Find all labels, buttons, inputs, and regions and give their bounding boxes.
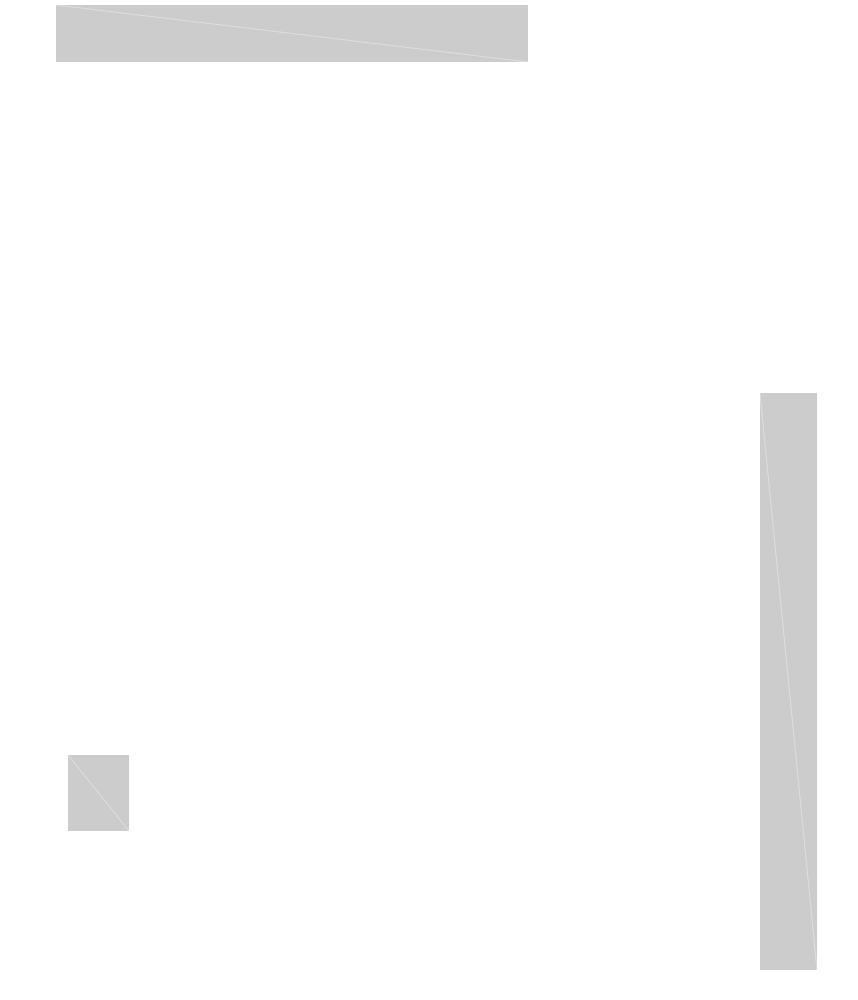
broken-image-icon [68,755,129,831]
broken-image-icon [56,5,528,62]
sidebar-ad-image-placeholder [760,393,817,970]
banner-image-placeholder [56,5,528,62]
broken-image-icon [760,393,817,970]
thumbnail-image-placeholder [68,755,129,831]
